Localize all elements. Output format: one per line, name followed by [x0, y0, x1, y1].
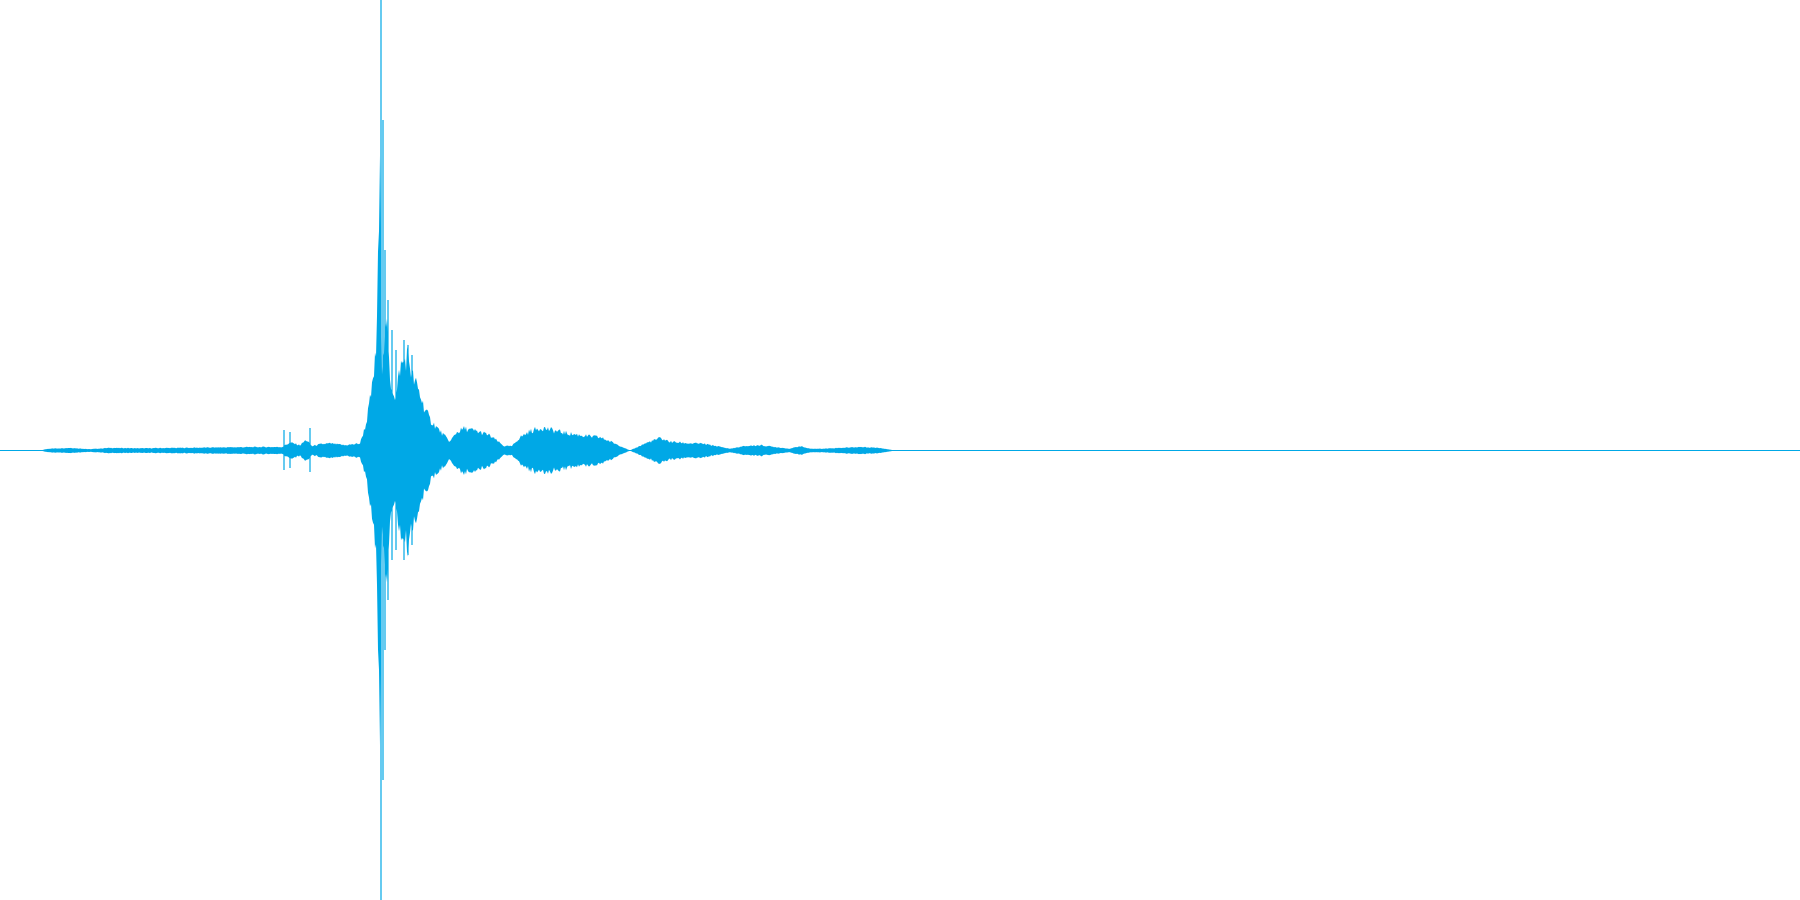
waveform-envelope: [0, 155, 1800, 746]
waveform-transient-spikes: [283, 0, 413, 900]
